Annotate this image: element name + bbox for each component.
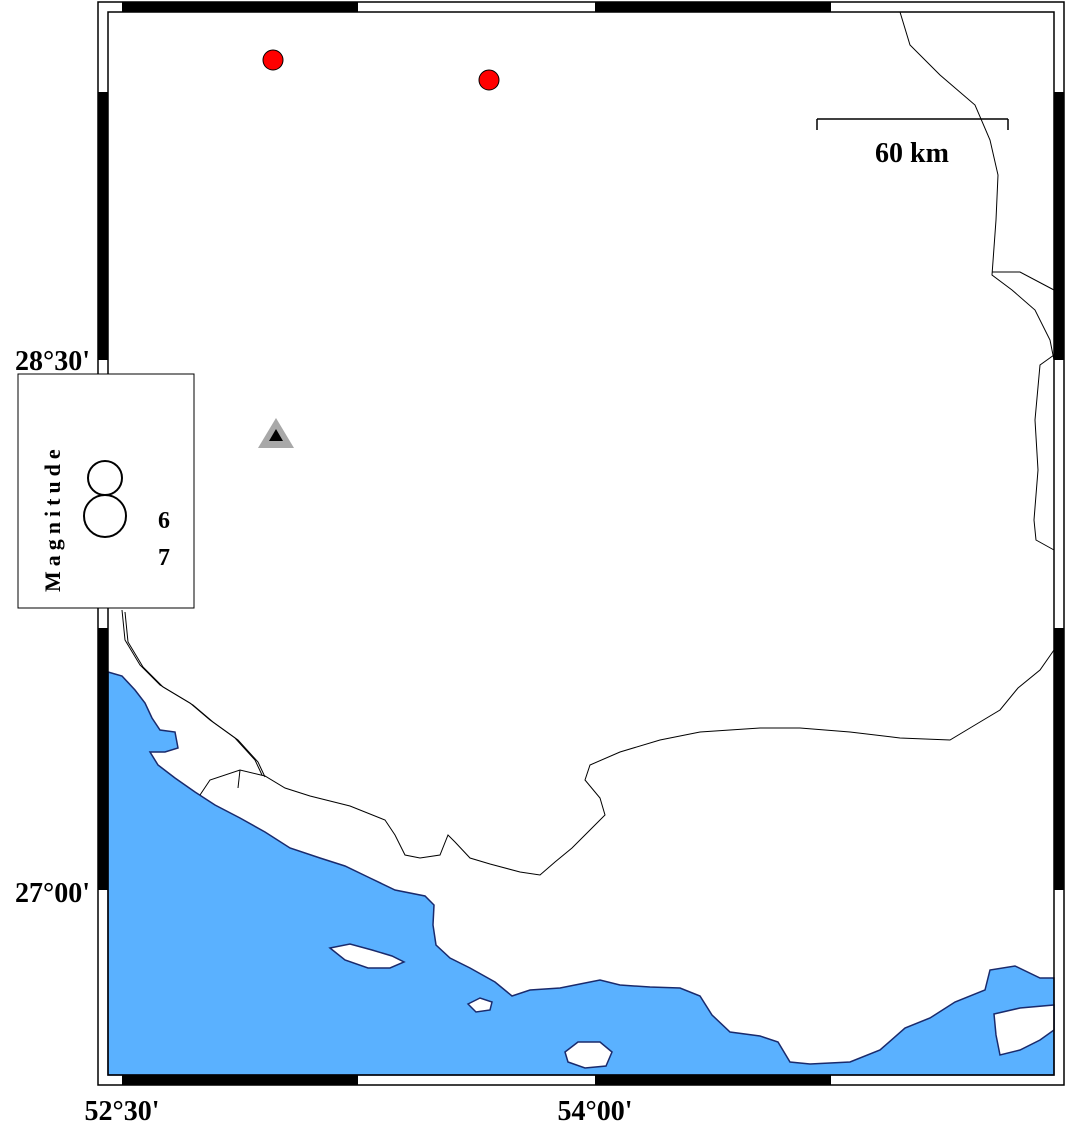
magnitude-legend: Magnitude 6 7 [17,373,195,609]
island-1 [328,943,406,969]
legend-label: 6 [158,508,170,534]
province-boundaries [121,11,1055,876]
island-3 [564,1041,613,1069]
x-tick-label: 54°00' [558,1096,633,1124]
legend-title: Magnitude [40,444,65,592]
legend-circle-large [83,494,127,538]
island-4 [993,1004,1055,1056]
frame-ticks-bottom [122,1075,831,1085]
scale-bar: 60 km [816,118,1009,169]
sea-area [107,671,1055,1076]
frame-ticks-right [1054,92,1064,890]
island-2 [466,997,493,1013]
y-tick-label: 28°30' [15,346,90,377]
scale-bar-label: 60 km [875,138,949,169]
y-tick-label: 27°00' [15,878,90,909]
legend-label: 7 [158,545,170,571]
station-triangle-icon[interactable] [258,418,294,448]
event-marker[interactable] [262,49,284,71]
frame-ticks-top [122,2,831,12]
event-marker[interactable] [478,69,500,91]
frame-ticks-left [98,92,108,890]
x-tick-label: 52°30' [85,1096,160,1124]
